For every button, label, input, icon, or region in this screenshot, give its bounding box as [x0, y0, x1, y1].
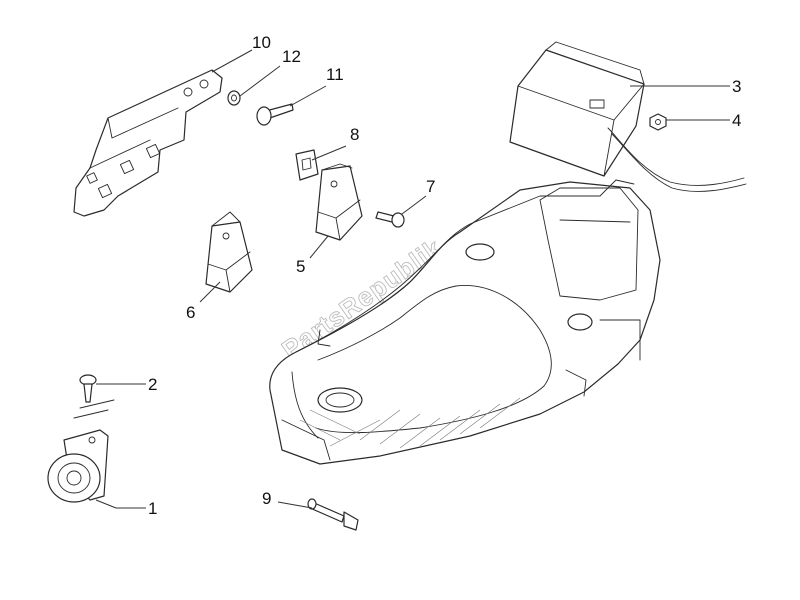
part-battery — [509, 41, 747, 192]
part-bracket-plate — [73, 69, 223, 217]
callout-1: 1 — [148, 499, 157, 518]
callout-3: 3 — [732, 77, 741, 96]
leader-lines — [95, 49, 730, 509]
callout-4: 4 — [732, 111, 741, 130]
callout-6: 6 — [186, 303, 195, 322]
callout-9: 9 — [262, 489, 271, 508]
callouts: 10 12 11 3 4 8 7 5 6 2 1 9 — [148, 33, 741, 518]
part-relay-6 — [205, 211, 253, 293]
part-nut — [649, 113, 667, 131]
callout-8: 8 — [350, 125, 359, 144]
callout-2: 2 — [148, 375, 157, 394]
callout-10: 10 — [252, 33, 271, 52]
part-relay-5 — [315, 163, 363, 241]
part-body-frame — [269, 179, 661, 465]
part-horn — [47, 429, 109, 503]
part-clip — [295, 149, 319, 181]
callout-5: 5 — [296, 257, 305, 276]
part-screw-11 — [256, 103, 294, 126]
callout-11: 11 — [326, 65, 344, 84]
part-screw-2 — [73, 374, 115, 419]
part-bolt — [307, 498, 359, 531]
part-screw-7 — [375, 211, 405, 228]
callout-12: 12 — [282, 47, 301, 66]
part-washer — [227, 90, 241, 106]
callout-7: 7 — [426, 177, 435, 196]
